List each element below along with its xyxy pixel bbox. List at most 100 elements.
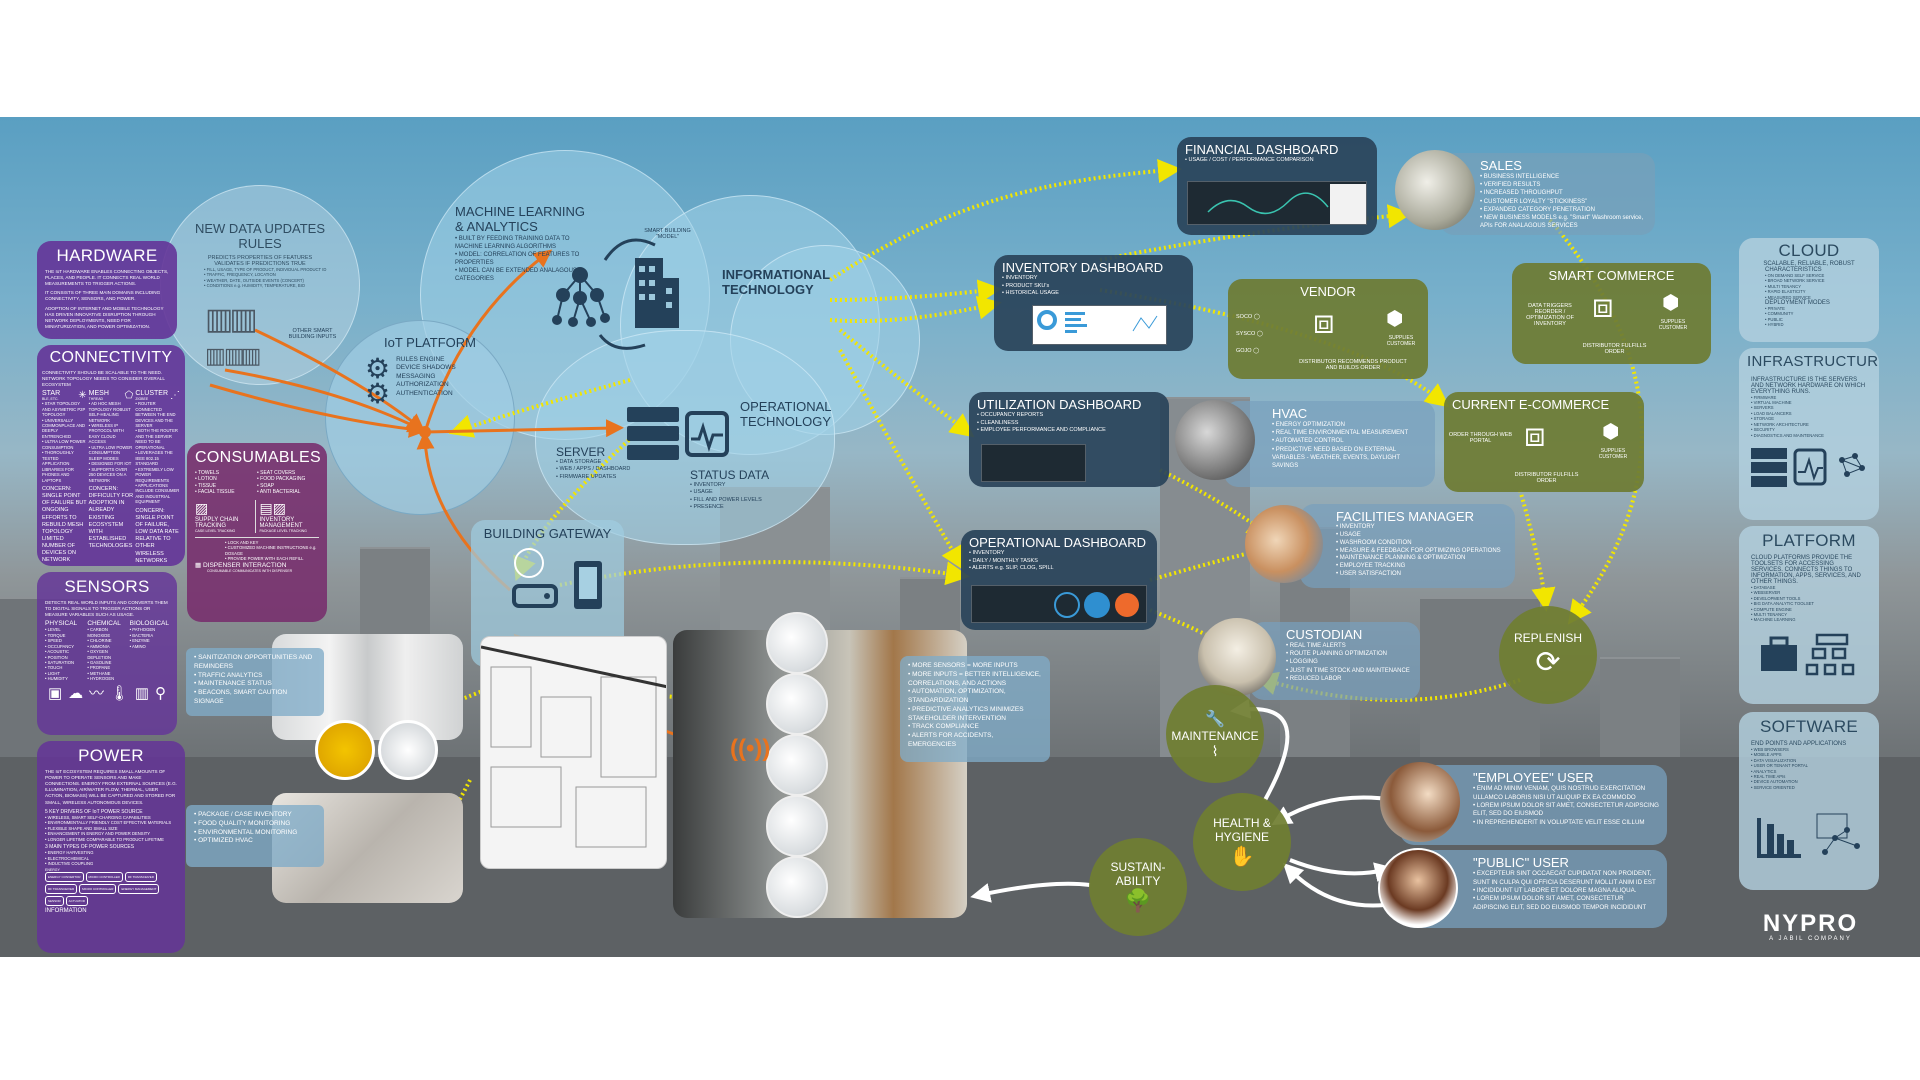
list-item: SERVERS: [1751, 405, 1871, 410]
operational-dashboard: OPERATIONAL DASHBOARDINVENTORYDAILY / MO…: [961, 530, 1157, 630]
list-item: USER SATISFACTION: [1336, 571, 1507, 579]
connectivity-columns-1-concern-text: CONCERN: DIFFICULTY FOR ADOPTION IN ALRE…: [88, 485, 134, 550]
server-section: SERVERDATA STORAGEWEB / APPS / DASHBOARD…: [556, 445, 656, 481]
yellow-arrow: [838, 328, 975, 438]
list-item: MAINTENANCE STATUS: [194, 680, 316, 689]
list-item: TRAFFIC, FREQUENCY, LOCATION: [204, 272, 330, 277]
hardware-paragraph: ADOPTION OF INTERNET AND MOBILE TECHNOLO…: [45, 305, 164, 330]
list-item: BEACONS, SMART CAUTION SIGNAGE: [194, 689, 316, 707]
connectivity-columns-0-sub-text: BLE, ETC.: [42, 397, 59, 402]
status-monitor-icon: [685, 411, 729, 457]
list-item: USAGE: [690, 489, 800, 496]
platform-title-text: PLATFORM: [1762, 531, 1856, 550]
cloud-icon: ☁: [68, 684, 84, 702]
software-icons: [1757, 813, 1860, 859]
connectivity-columns-1-sub-text: THREAD: [88, 397, 104, 402]
white-arrow: [1289, 858, 1395, 882]
bullet-list: DATABASEWEBSERVERDEVELOPMENT TOOLSBIG DA…: [1751, 585, 1871, 623]
public-title-text: "PUBLIC" USER: [1473, 855, 1569, 870]
sensors-columns-1-name-text: CHEMICAL: [87, 620, 121, 628]
platform-icons: [1761, 633, 1855, 676]
list-item: FILL AND POWER LEVELS: [690, 497, 800, 504]
platform-panel: PLATFORM CLOUD PLATFORMS PROVIDE THE TOO…: [1739, 526, 1879, 704]
package-icon: ⬢: [1602, 421, 1620, 443]
bullet-list: AD HOC MESH TOPOLOGY ROBUST SELF-HEALING…: [89, 401, 134, 483]
smart-commerce-panel: SMART COMMERCE DATA TRIGGERS REORDER / O…: [1512, 263, 1711, 364]
ml-model-icons: [552, 238, 679, 350]
list-item: MORE SENSORS = MORE INPUTS: [908, 662, 1042, 671]
list-item: EMPLOYEE PERFORMANCE AND COMPLIANCE: [977, 427, 1161, 434]
sensor-chemical: CHEMICALCARBON MONOXIDECHLORINEAMMONIAOX…: [87, 620, 126, 682]
list-item: CUSTOMER LOYALTY "STICKINESS": [1480, 198, 1647, 206]
list-item: RULES ENGINE: [396, 356, 445, 363]
new_data-sub1-text: PREDICTS PROPERTIES OF FEATURES: [207, 254, 313, 261]
bullet-list: WIRELESS, SMART SELF-CHARGING CAPABILITI…: [45, 815, 177, 842]
list-item: ROUTER CONNECTED BETWEEN THE END DEVICES…: [135, 401, 180, 428]
qr-code-icon: ▦: [195, 562, 202, 570]
battery-icon: ▥: [134, 684, 150, 702]
list-item: REAL TIME ENVIRONMENTAL MEASUREMENT: [1272, 429, 1427, 437]
list-item: WEBSERVER: [1751, 590, 1871, 595]
vendor-panel: VENDOR SOCO ◯SYSCO ◯GOJO ◯ ⧈ ⬢ SUPPLIES …: [1228, 279, 1428, 379]
floor-plan-map: [480, 636, 667, 869]
power-diagram-blocks-0-text: ENERGY CONVERTOR: [45, 872, 84, 883]
hvac-duct-photo: [1175, 400, 1255, 480]
list-item: SECURITY: [1751, 427, 1871, 432]
vendor-suppliers-0-text: SOCO: [1236, 314, 1253, 320]
bullet-list: PACKAGE / CASE INVENTORYFOOD QUALITY MON…: [194, 811, 316, 846]
it-title: INFORMATIONAL TECHNOLOGY: [722, 267, 830, 297]
list-item: LIGHT: [45, 671, 84, 676]
bullet-list: ENERGY HARVESTINGELECTROCHEMICALINDUCTIV…: [45, 850, 177, 866]
cloud-panel: CLOUD SCALABLE, RELIABLE, ROBUST CHARACT…: [1739, 238, 1879, 342]
list-item: USAGE / COST / PERFORMANCE COMPARISON: [1185, 157, 1369, 164]
wave-icon: 〰: [88, 684, 104, 702]
list-item: PREDICTIVE NEED BASED ON EXTERNAL VARIAB…: [1272, 446, 1427, 470]
ot-title: OPERATIONAL TECHNOLOGY: [740, 399, 832, 429]
list-item: PROVIDE POWER WITH EACH REFILL: [225, 556, 319, 561]
list-item: BUSINESS INTELLIGENCE: [1480, 173, 1647, 181]
orange-arrow: [224, 368, 427, 433]
list-item: APPLICATIONS INCLUDE CONSUMER AND INDUST…: [135, 483, 180, 505]
list-item: FACIAL TISSUE: [195, 489, 257, 496]
star-topology-icon: ✳: [78, 390, 87, 402]
bullet-list: SANITIZATION OPPORTUNITIES AND REMINDERS…: [194, 654, 316, 707]
list-item: AUTHENTICATION: [396, 389, 453, 397]
utilization-chart-thumbnail: [981, 444, 1086, 482]
list-item: SUPPORTS OVER 250 DEVICES ON A NETWORK: [89, 467, 134, 483]
consumables-inventory-title-text: INVENTORY MANAGEMENT: [259, 516, 303, 529]
white-arrow: [1271, 795, 1396, 826]
list-item: LOREM IPSUM DOLOR SIT AMET, CONSECTETUR …: [1473, 802, 1659, 819]
financial-title-text: FINANCIAL DASHBOARD: [1185, 142, 1339, 157]
connectivity-intro: CONNECTIVITY SHOULD BE SCALABLE TO THE N…: [42, 369, 165, 387]
list-item: MULTI TENANCY: [1765, 284, 1871, 289]
list-item: MEASURE & FEEDBACK FOR OPTIMIZING OPERAT…: [1336, 548, 1507, 556]
operational_db-title-text: OPERATIONAL DASHBOARD: [969, 535, 1146, 550]
hierarchy-icon: [1805, 633, 1855, 676]
cloud-sub-text: SCALABLE, RELIABLE, ROBUST: [1763, 260, 1855, 267]
smart-building-icon: [635, 258, 679, 328]
sales-title-text: SALES: [1480, 158, 1522, 173]
list-item: MAINTENANCE PLANNING & OPTIMIZATION: [1336, 555, 1507, 563]
hardware-panel: HARDWARE THE IoT HARDWARE ENABLES CONNEC…: [37, 241, 177, 339]
server-rack-icon: [1751, 448, 1787, 488]
list-item: BROAD NETWORK SERVICE: [1765, 278, 1871, 283]
bullet-list: BUSINESS INTELLIGENCEVERIFIED RESULTSINC…: [1480, 173, 1647, 230]
orange-arrow: [424, 419, 624, 438]
list-item: SOAP: [257, 483, 319, 490]
connectivity-title: CONNECTIVITY: [49, 349, 173, 366]
list-item: INVENTORY: [969, 550, 1149, 557]
mesh-topology-icon: ⬠: [124, 390, 134, 402]
bullet-list: MORE SENSORS = MORE INPUTSMORE INPUTS = …: [908, 662, 1042, 750]
list-item: TRACK COMPLIANCE: [908, 723, 1042, 732]
list-item: ACOUSTIC: [45, 649, 84, 654]
yellow-arrow: [828, 159, 1182, 282]
list-item: SATURATION: [45, 660, 84, 665]
list-item: TOUCH: [45, 665, 84, 670]
list-item: IN REPREHENDERIT IN VOLUPTATE VELIT ESSE…: [1473, 819, 1659, 827]
probe-icon: ⚲: [155, 684, 166, 702]
list-item: ON DEMAND SELF SERVICE: [1765, 273, 1871, 278]
